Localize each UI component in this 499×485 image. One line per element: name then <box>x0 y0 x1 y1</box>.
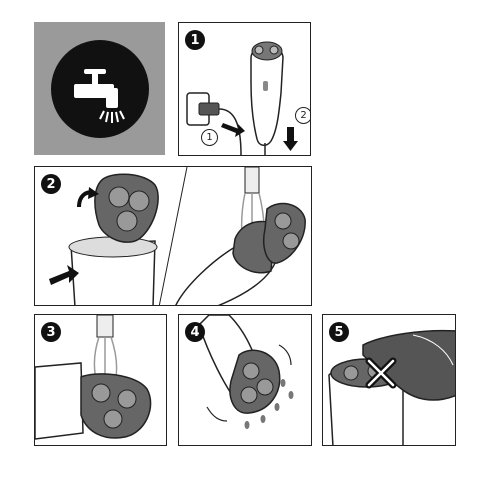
step-3-badge: 3 <box>41 322 61 342</box>
step-1-panel: 1 1 2 <box>178 22 311 156</box>
callout-2: 2 <box>295 107 310 124</box>
shake-dry-illustration <box>198 315 294 429</box>
rinse-shaving-head-illustration <box>35 315 152 440</box>
open-shaving-head-rinse-illustration <box>49 167 306 305</box>
callout-1: 1 <box>201 129 218 146</box>
faucet-water-icon <box>51 40 149 138</box>
step-2-badge: 2 <box>41 174 61 194</box>
step-2-panel: 2 <box>34 166 312 306</box>
step-5-badge: 5 <box>329 322 349 342</box>
step-3-panel: 3 <box>34 314 167 446</box>
rinse-instruction-panel <box>34 22 165 155</box>
step-4-badge: 4 <box>185 322 205 342</box>
shaver-unplug-illustration <box>186 41 298 155</box>
step-4-panel: 4 <box>178 314 312 446</box>
step-5-panel: 5 <box>322 314 456 446</box>
step-1-badge: 1 <box>185 30 205 50</box>
do-not-wipe-illustration <box>328 329 455 445</box>
